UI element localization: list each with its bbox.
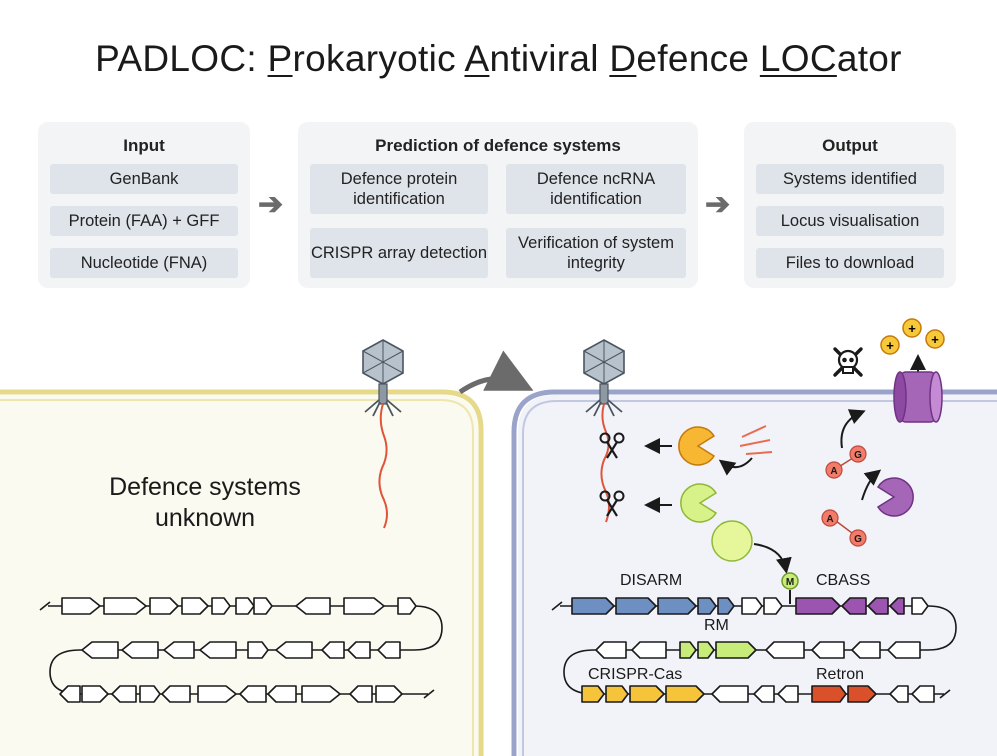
methylation-marker — [781, 572, 799, 590]
left-genome-track — [39, 597, 443, 703]
title-part: A — [464, 38, 490, 79]
title-part: ntiviral — [489, 38, 610, 79]
input-nucleotide: Nucleotide (FNA) — [50, 248, 238, 278]
prediction-heading: Prediction of defence systems — [375, 136, 621, 155]
phage-right-icon — [583, 339, 625, 417]
cbass-effector-icon — [876, 477, 914, 517]
pore-activation-arrow — [840, 409, 866, 449]
nuclease-orange-icon — [678, 426, 716, 466]
svg-text:M: M — [786, 577, 794, 588]
output-files-download: Files to download — [756, 248, 944, 278]
label-rm: RM — [704, 617, 729, 634]
phage-left-dna — [378, 403, 388, 529]
methylase-green-icon — [711, 520, 753, 562]
label-retron: Retron — [816, 666, 865, 683]
membrane-pore-icon — [893, 371, 943, 423]
input-panel: Input GenBank Protein (FAA) + GFF Nucleo… — [38, 122, 250, 288]
input-genbank: GenBank — [50, 164, 238, 194]
svg-text:A: A — [830, 466, 837, 477]
title-part: LOC — [759, 38, 837, 79]
label-crispr-cas: CRISPR-Cas — [588, 666, 683, 683]
left-cell-body — [0, 395, 478, 756]
methylation-arrow — [753, 543, 792, 574]
title-part: rokaryotic — [292, 38, 465, 79]
rna-fragments-icon — [739, 425, 773, 455]
arrow-input-to-prediction: ➔ — [258, 188, 284, 221]
left-cell-membrane — [0, 389, 484, 756]
svg-text:G: G — [854, 534, 862, 545]
title-part: ator — [836, 38, 902, 79]
output-heading: Output — [822, 136, 878, 155]
defence-unknown-label: Defence systems unknown — [109, 473, 301, 532]
infection-arrow — [458, 350, 534, 395]
output-systems-identified: Systems identified — [756, 164, 944, 194]
cyclic-nucleotide-icon: A G A G — [821, 445, 867, 547]
scissors-icon-bottom — [599, 490, 625, 517]
pred-crispr-array: CRISPR array detection — [310, 228, 488, 278]
skull-icon — [833, 347, 863, 377]
svg-text:G: G — [854, 450, 862, 461]
input-protein-gff: Protein (FAA) + GFF — [50, 206, 238, 236]
svg-text:+: + — [908, 321, 916, 336]
phage-left-icon — [362, 339, 404, 417]
nuclease-green-icon — [680, 483, 718, 523]
ion-icons: + + + — [880, 318, 945, 355]
arrow-prediction-to-output: ➔ — [705, 188, 731, 221]
fragment-arrow — [718, 457, 753, 476]
pred-system-integrity: Verification of system integrity — [506, 228, 686, 278]
label-cbass: CBASS — [816, 572, 871, 589]
input-heading: Input — [123, 136, 165, 155]
title-part: P — [267, 38, 293, 79]
pred-protein-identification: Defence protein identification — [310, 164, 488, 214]
pred-ncrna-identification: Defence ncRNA identification — [506, 164, 686, 214]
prediction-panel: Prediction of defence systems Defence pr… — [298, 122, 698, 288]
scissors-icon-top — [599, 432, 625, 459]
title-part: PADLOC: — [95, 38, 268, 79]
svg-text:A: A — [826, 514, 833, 525]
figure-title: PADLOC: Prokaryotic Antiviral Defence LO… — [0, 38, 997, 80]
right-genome-track — [551, 597, 957, 703]
title-part: D — [609, 38, 637, 79]
label-disarm: DISARM — [620, 572, 683, 589]
cbass-signal-arrow — [861, 469, 882, 501]
title-part: efence — [636, 38, 760, 79]
svg-text:+: + — [886, 338, 894, 353]
svg-text:+: + — [931, 332, 939, 347]
right-cell-membrane — [511, 389, 997, 756]
output-panel: Output Systems identified Locus visualis… — [744, 122, 956, 288]
output-locus-visualisation: Locus visualisation — [756, 206, 944, 236]
